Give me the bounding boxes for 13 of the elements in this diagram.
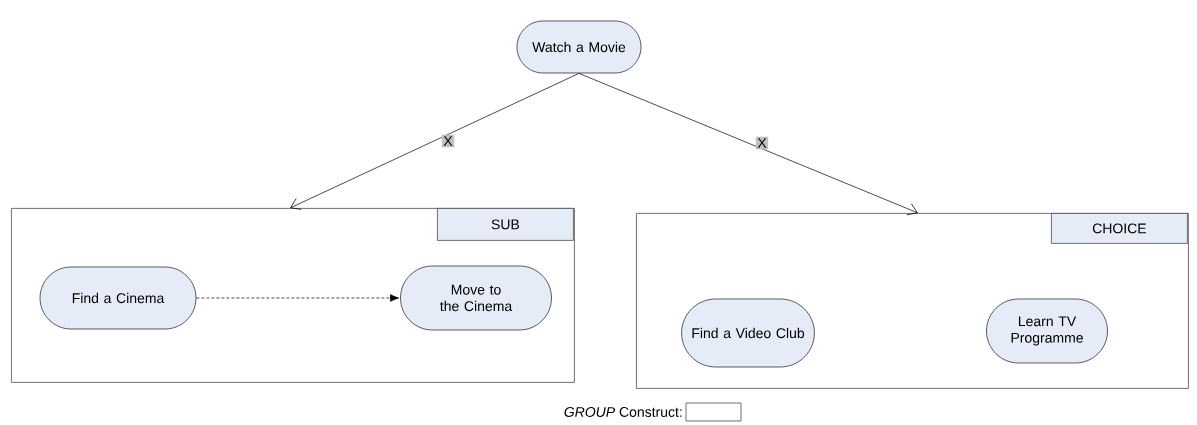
edge-label: X — [441, 134, 455, 148]
rounded-box: Find a Video Club — [681, 298, 815, 368]
arrow — [290, 73, 580, 210]
rounded-box: Find a Cinema — [39, 266, 197, 330]
rounded-box: Move to the Cinema — [400, 265, 552, 331]
tab-label: SUB — [437, 208, 574, 241]
tab-label: CHOICE — [1051, 213, 1188, 244]
legend-label: GROUP Construct: — [564, 407, 682, 417]
rounded-box: Learn TV Programme — [986, 298, 1108, 364]
arrow — [196, 294, 400, 302]
rounded-box: Watch a Movie — [516, 20, 642, 74]
edge-label: X — [755, 136, 769, 150]
arrow — [578, 73, 918, 216]
